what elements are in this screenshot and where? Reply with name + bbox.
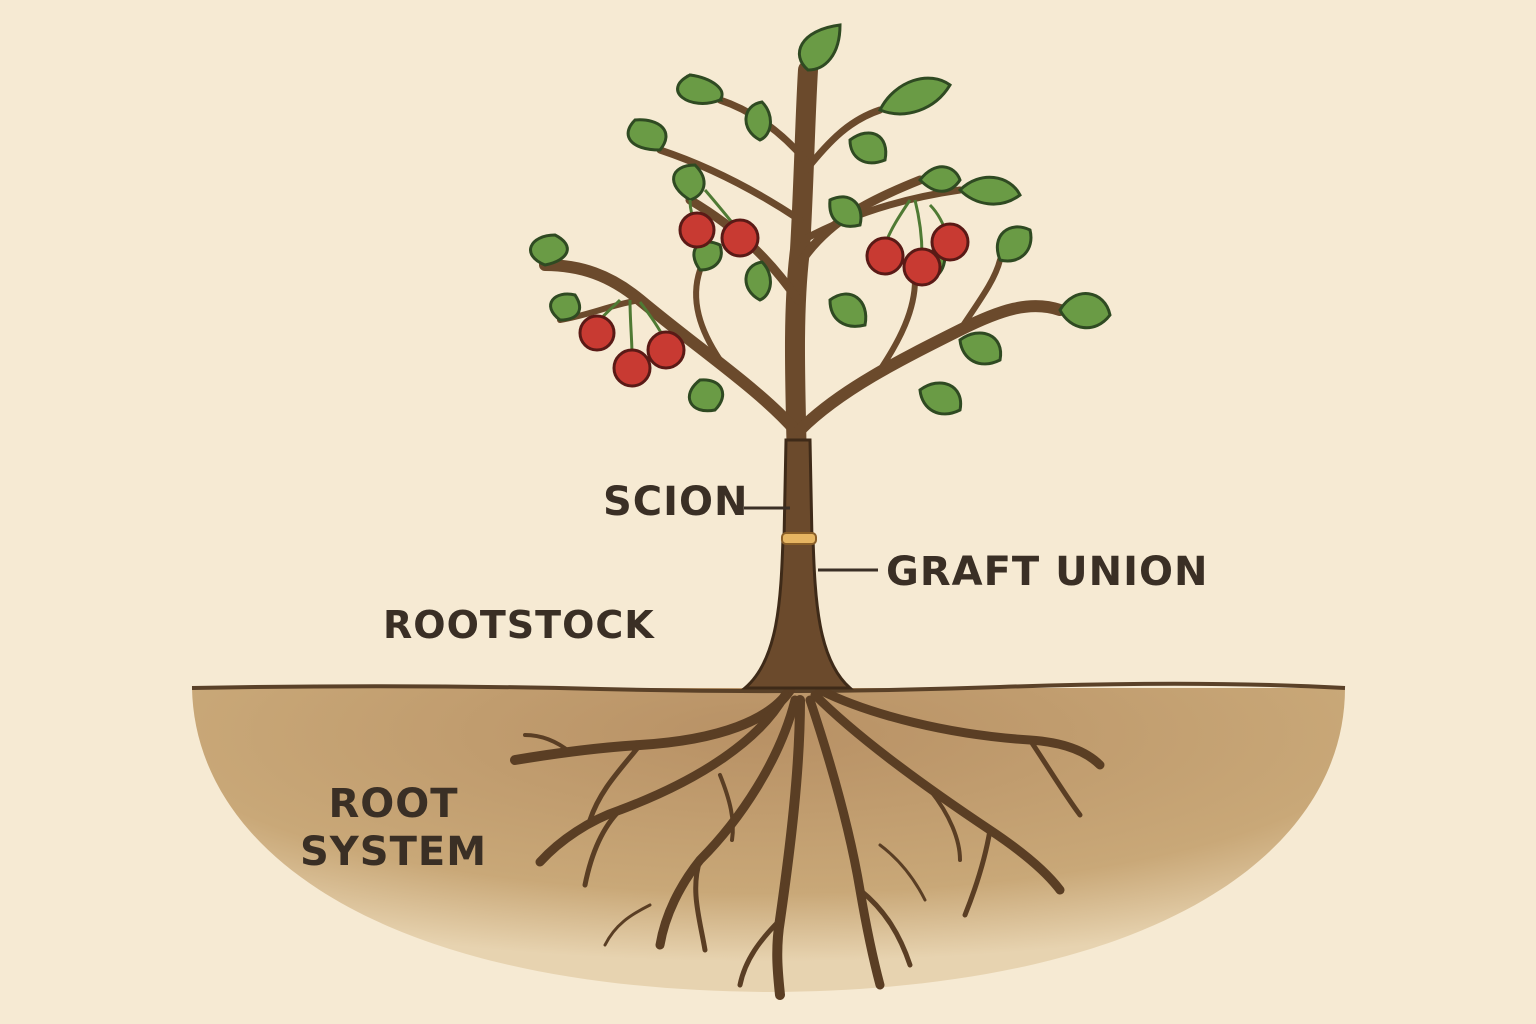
- soil: [192, 688, 1345, 992]
- root-system: [510, 685, 1105, 1000]
- label-root-system: ROOT SYSTEM: [300, 781, 487, 875]
- leader-lines: [744, 506, 878, 572]
- label-rootstock: ROOTSTOCK: [383, 603, 655, 647]
- rootstock-trunk: [740, 536, 854, 690]
- cherries: [578, 189, 970, 388]
- scion-trunk: [782, 438, 814, 542]
- graft-union-band: [781, 532, 817, 545]
- label-graft-union: GRAFT UNION: [886, 549, 1209, 595]
- label-scion: SCION: [603, 479, 749, 525]
- leaves: [529, 23, 1112, 416]
- ground-line: [191, 681, 1346, 694]
